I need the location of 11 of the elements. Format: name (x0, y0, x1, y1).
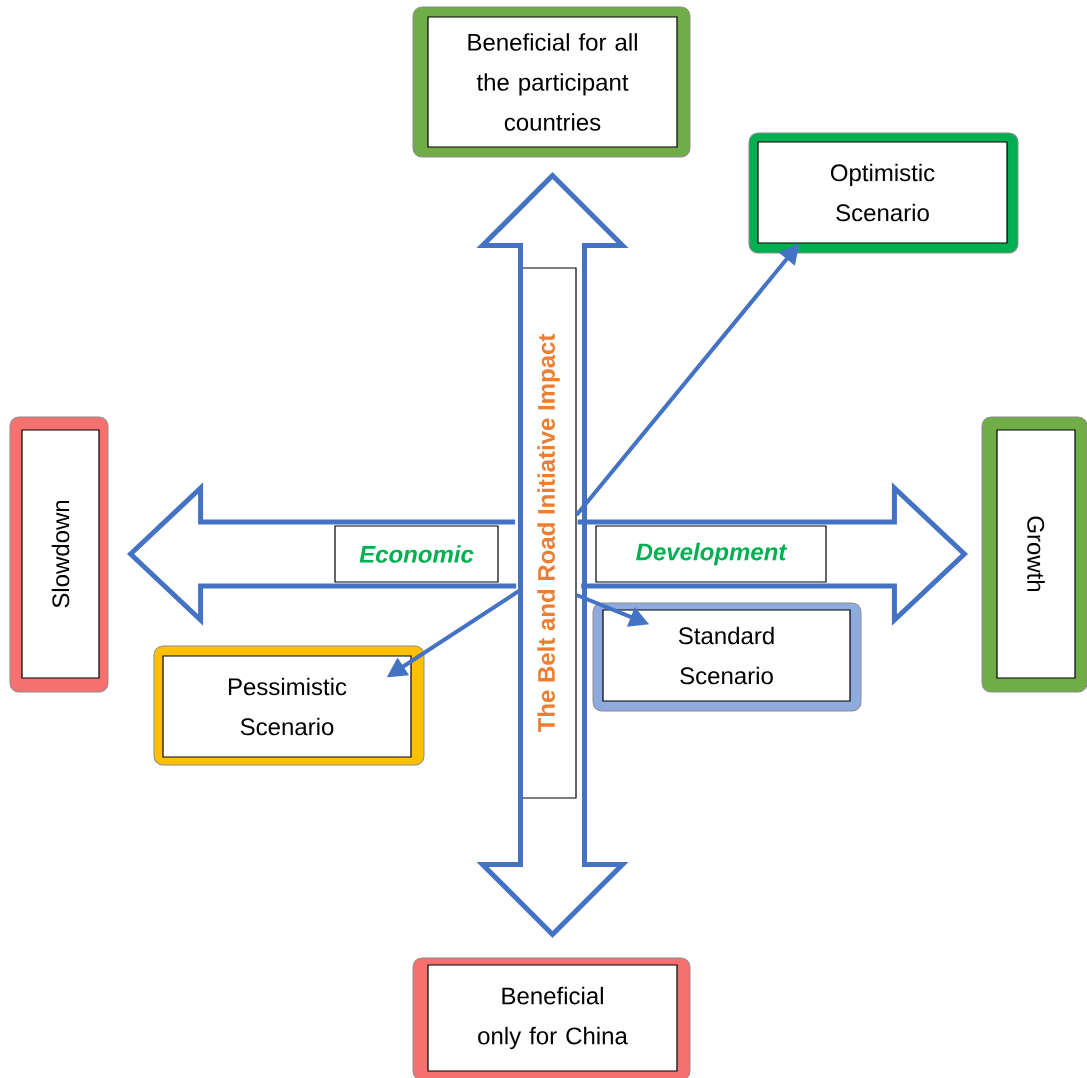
text-box: Growth (981, 416, 1087, 693)
text-box: Standard Scenario (592, 602, 862, 712)
text-box: Optimistic Scenario (748, 132, 1019, 254)
block-arrow (126, 482, 969, 626)
text-box: Development (595, 525, 827, 583)
text-box: Slowdown (9, 416, 109, 693)
text-box: Economic (334, 525, 499, 583)
text-box: Beneficial only for China (412, 957, 691, 1078)
text-box: Pessimistic Scenario (153, 645, 425, 766)
text-box: The Belt and Road Initiative Impact (520, 267, 577, 799)
text-box: Beneficial for all the participant countries (412, 6, 691, 158)
